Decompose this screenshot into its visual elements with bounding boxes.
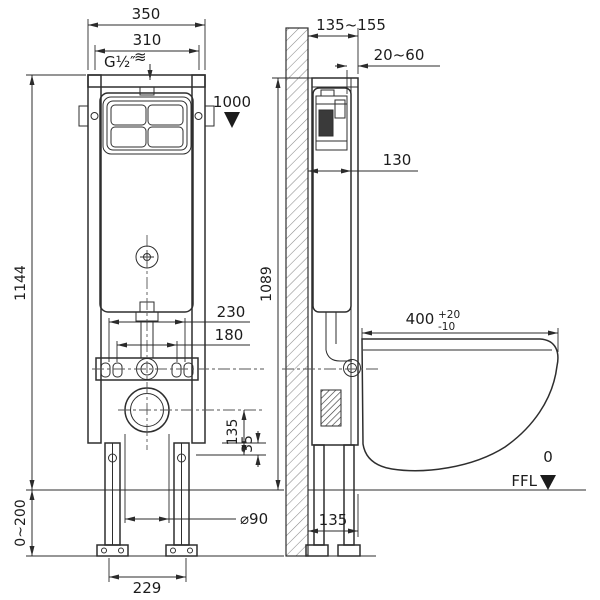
left-rail [87,74,102,444]
water-inlet-stub [139,86,155,96]
left-wall-bracket [78,105,89,127]
flush-plate-access [102,96,192,155]
dim-depth-range-135-155: 135~155 [308,16,386,74]
floor-level-marker: 0 FFL [511,448,556,490]
right-wall-bracket [204,105,215,127]
tolerance-minus: -10 [438,321,455,333]
dim-base-width-229: 229 [108,558,187,597]
dim-outlet-diameter-90: ⌀90 [124,434,268,528]
leg-lock-bolt [177,453,186,463]
bolt-slot [171,362,182,378]
leg-lock-bolt [108,453,117,463]
dim-width-310: 310 [94,31,200,70]
cistern-front [99,92,194,313]
side-foot [305,544,329,557]
dim-cistern-depth-130: 130 [308,151,418,174]
dim-label-130: 130 [383,151,412,169]
bolt-slot [183,362,194,378]
waste-bend-block [320,389,342,427]
side-legs [305,444,361,557]
bolt-slot [100,362,111,378]
dim-label-230: 230 [217,303,246,321]
level-1000-label: 1000 [213,93,251,111]
waste-connector-side [343,359,361,377]
right-rail [191,74,206,444]
dim-label-20-60: 20~60 [374,46,425,64]
flush-pad-bottom-right [147,126,184,148]
dim-label-35: 35 [240,435,256,453]
flush-pad-bottom-left [110,126,147,148]
dim-label-0-200: 0~200 [13,499,29,546]
dim-label-1089: 1089 [259,266,275,302]
side-view [282,27,586,557]
dim-label-180: 180 [215,326,244,344]
dim-height-1144: 1144 [13,74,86,490]
flush-mechanism-box [315,89,348,151]
cistern-side-profile [312,87,352,313]
dim-plate-range-20-60: 20~60 [335,46,440,94]
wall-section [285,27,309,557]
bolt-slot [112,362,123,378]
frame-side-profile [311,77,359,446]
dim-bolt-span-180: 180 [116,326,250,362]
dim-label-135-155: 135~155 [316,16,386,34]
dim-label-229: 229 [133,579,162,597]
side-foot [337,544,361,557]
tolerance-plus: +20 [438,309,460,321]
flush-valve-body [318,109,334,137]
dim-label-400: 400 [406,310,435,328]
dim-label-1144: 1144 [13,265,29,301]
adjustable-legs [96,442,198,557]
dim-height-1089: 1089 [259,77,312,491]
level-marker-1000: 1000 [213,93,251,128]
flush-pad-top-left [110,104,147,126]
dim-width-350: 350 [87,5,206,70]
toilet-bowl-profile [361,338,559,472]
flush-pad-top-right [147,104,184,126]
top-crossbar [87,74,206,88]
dim-offset-135-35: 135 35 [196,410,266,467]
dim-leg-range-0-200: 0~200 [13,490,35,556]
water-inlet-callout: G½″ ≋ [104,48,153,80]
dim-label-310: 310 [133,31,162,49]
dim-label-350: 350 [132,5,161,23]
dim-label-dia90: ⌀90 [240,510,268,528]
level-zero-label: 0 [543,448,553,466]
right-bracket-bolt [194,112,203,120]
dim-bolt-span-230: 230 [108,303,250,362]
water-waves-icon: ≋ [134,48,147,66]
level-triangle-icon [224,112,240,128]
ffl-label: FFL [511,472,537,490]
inlet-size-label: G½″ [104,53,136,71]
dim-label-135-right: 135 [319,511,348,529]
dim-wall-offset-135: 135 [308,494,359,537]
front-view [26,74,284,557]
left-bracket-bolt [90,112,99,120]
dim-bowl-depth-400: 400 +20 -10 [361,309,559,352]
dim-label-135-left: 135 [225,419,241,446]
ffl-triangle-icon [540,475,556,490]
